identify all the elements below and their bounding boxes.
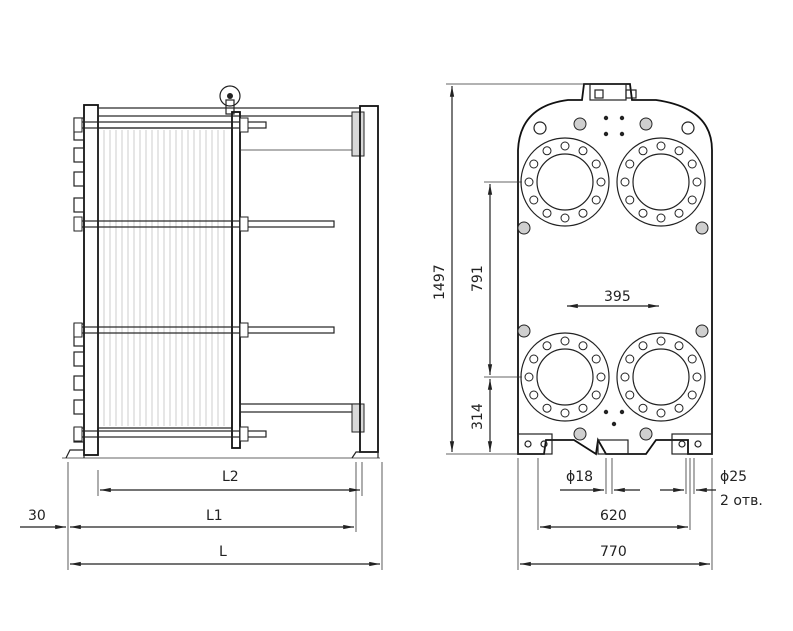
dim-1497-label: 1497 [432, 264, 448, 300]
flange-bolt [687, 354, 697, 364]
flange-bolt [591, 195, 601, 205]
flange-bolt [578, 208, 588, 218]
flange-bolt [638, 146, 648, 156]
flange-bolt [638, 208, 648, 218]
flange-bolt [596, 177, 606, 187]
flange-bolt [625, 195, 635, 205]
flange-bolt [638, 403, 648, 413]
flange-bolt [656, 213, 666, 223]
dim-30-label: 30 [28, 508, 46, 524]
dim-620-label: 620 [600, 508, 627, 524]
dim-l-label: L [219, 544, 227, 560]
flange-bolt [578, 403, 588, 413]
front-view: 1497 791 314 395 ϕ18 ϕ25 2 отв. 620 770 [432, 83, 763, 570]
flange-bolt [542, 208, 552, 218]
flange-bolt [524, 372, 534, 382]
dim-phi25-label: ϕ25 [720, 469, 747, 485]
flange-bolt [674, 341, 684, 351]
flange-bolt [687, 159, 697, 169]
flange-bolt [656, 336, 666, 346]
flange-bolt [578, 341, 588, 351]
flange-bolt [542, 146, 552, 156]
flange-bolt [692, 177, 702, 187]
flange-bolt [560, 408, 570, 418]
flange-bolt [560, 213, 570, 223]
flange-bolt [656, 408, 666, 418]
flange-bolt [620, 372, 630, 382]
flange-bolt [524, 177, 534, 187]
dim-l2-label: L2 [222, 469, 239, 485]
flange-bolt [638, 341, 648, 351]
dim-791-label: 791 [470, 265, 486, 292]
dim-395-label: 395 [604, 289, 631, 305]
flange-bolt [542, 341, 552, 351]
flange-bolt [591, 159, 601, 169]
flange-bolt [674, 208, 684, 218]
flange-bolt [674, 403, 684, 413]
flange-bolt [687, 390, 697, 400]
flange-bolt [591, 390, 601, 400]
flange-bolt [529, 390, 539, 400]
dim-2holes-label: 2 отв. [720, 493, 763, 509]
flange-bolt [674, 146, 684, 156]
dim-770-label: 770 [600, 544, 627, 560]
flange-bolt [578, 146, 588, 156]
flange-bolt [560, 336, 570, 346]
flange-bolt [529, 159, 539, 169]
flange-bolt [625, 159, 635, 169]
flange-bolt [625, 354, 635, 364]
flange-bolt [529, 354, 539, 364]
flange-bolt [692, 372, 702, 382]
flange-bolt [620, 177, 630, 187]
flange-bolt [625, 390, 635, 400]
flange-bolt [560, 141, 570, 151]
flange-bolt [687, 195, 697, 205]
dim-phi18-label: ϕ18 [566, 469, 593, 485]
dim-314-label: 314 [470, 403, 486, 430]
flange-bolt [656, 141, 666, 151]
side-view: L2 L1 L 30 [20, 85, 383, 570]
flange-bolt [542, 403, 552, 413]
flange-bolt [596, 372, 606, 382]
flange-bolt [529, 195, 539, 205]
flange-bolt [591, 354, 601, 364]
dim-l1-label: L1 [206, 508, 223, 524]
